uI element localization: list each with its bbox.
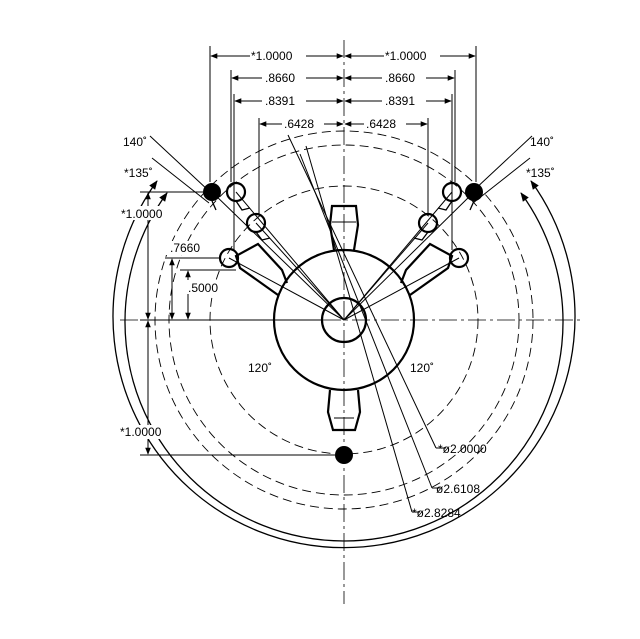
- angle-right-outer: 140˚: [530, 135, 554, 149]
- diameter-labels: *ø2.0000 ø2.6108 *ø2.8284: [412, 442, 487, 520]
- dim-left-vert-1: *1.0000: [121, 207, 163, 221]
- dia-callout-1: *ø2.0000: [438, 442, 487, 456]
- angle-labels: 140˚ *135˚ 140˚ *135˚ 120˚ 120˚: [123, 135, 555, 375]
- ball-filled-bottom: [335, 446, 353, 464]
- top-dimensions: *1.0000 *1.0000 .8660 .8660 .8391 .8391 …: [209, 46, 477, 250]
- dim-top-row3-left: .8391: [265, 94, 295, 108]
- dim-top-row4-left: .6428: [284, 117, 314, 131]
- dim-top-row1-left: *1.0000: [251, 49, 293, 63]
- dim-top-row2-left: .8660: [265, 71, 295, 85]
- dim-top-row4-right: .6428: [366, 117, 396, 131]
- angle-left-inner: *135˚: [124, 166, 153, 180]
- dim-top-row3-right: .8391: [385, 94, 415, 108]
- ball-open-right-3: [448, 247, 470, 269]
- left-dimensions: *1.0000 .7660 .5000 *1.0000: [118, 191, 335, 456]
- dim-left-vert-4: *1.0000: [120, 425, 162, 439]
- angle-left-arm: 120˚: [248, 361, 272, 375]
- angle-right-arm: 120˚: [410, 361, 434, 375]
- centerlines: [120, 40, 580, 604]
- angle-right-inner: *135˚: [526, 166, 555, 180]
- dia-callout-3: *ø2.8284: [412, 506, 461, 520]
- dim-top-row1-right: *1.0000: [385, 49, 427, 63]
- dim-top-row2-right: .8660: [385, 71, 415, 85]
- dia-callout-2: ø2.6108: [436, 482, 480, 496]
- dim-left-vert-2: .7660: [170, 241, 200, 255]
- dim-left-vert-3: .5000: [188, 281, 218, 295]
- angle-arcs: [112, 135, 576, 549]
- angle-left-outer: 140˚: [123, 135, 147, 149]
